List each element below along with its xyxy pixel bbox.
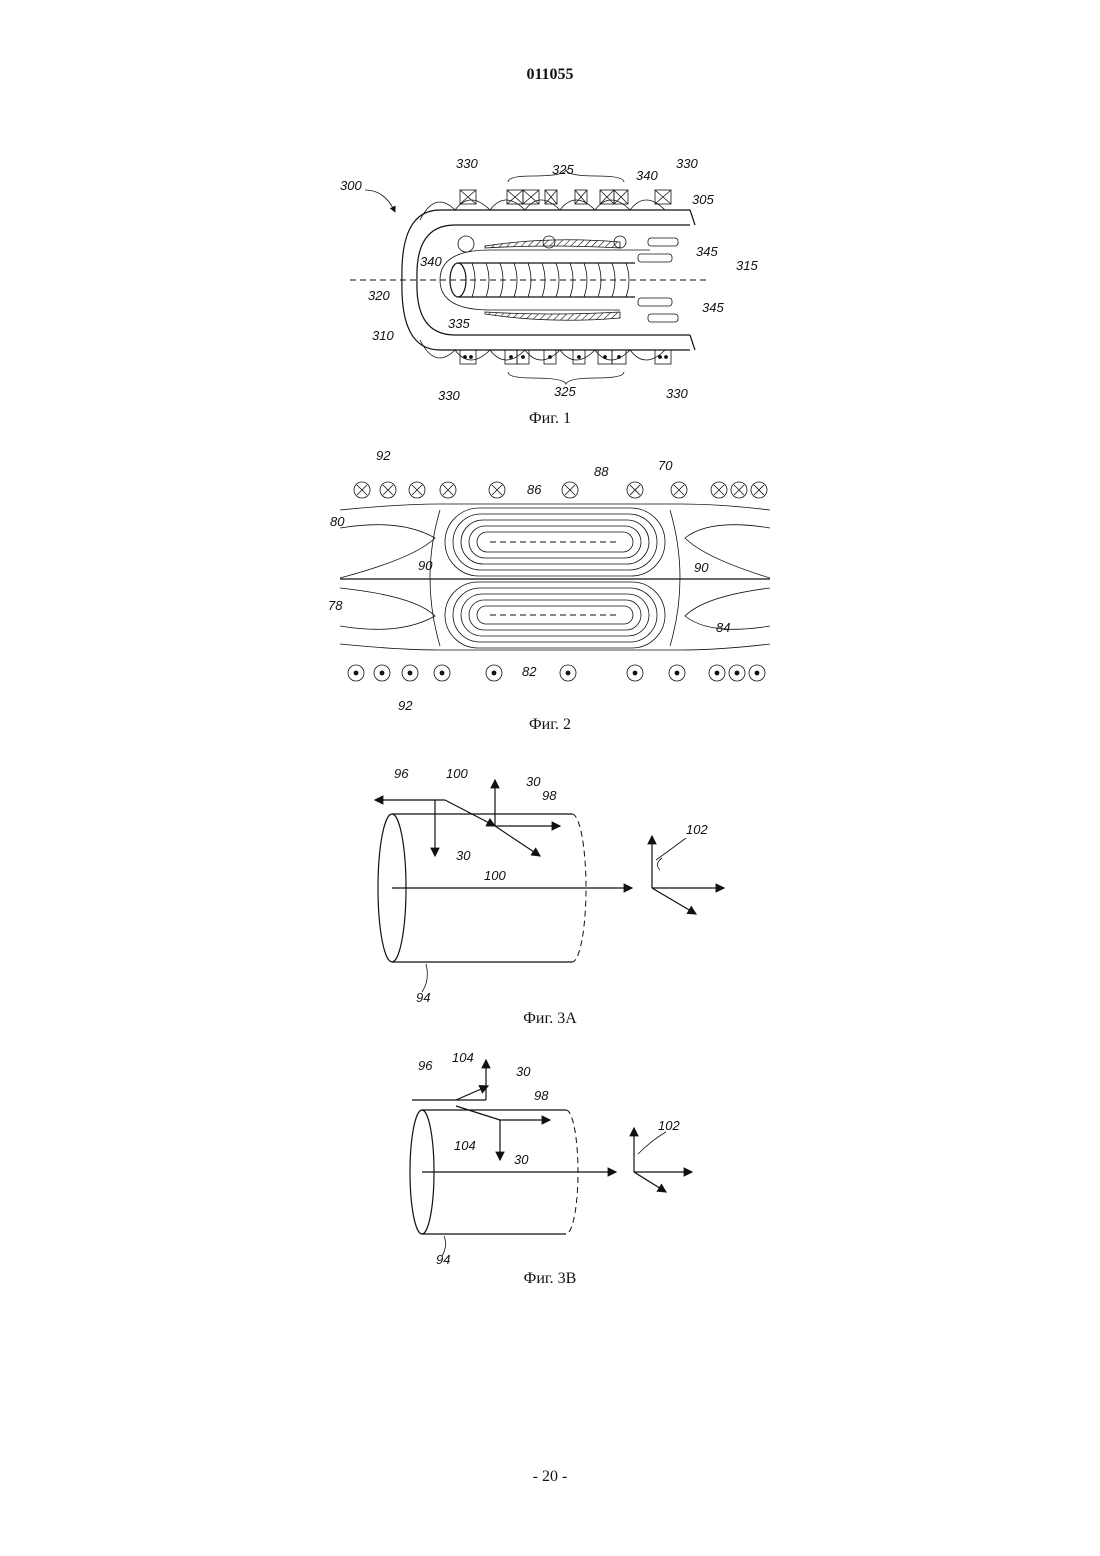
fig1-label-340-left: 340 (420, 254, 442, 269)
fig1-label-330-top-left: 330 (456, 156, 478, 171)
fig1-label-330-top-right: 330 (676, 156, 698, 171)
fig3b-label-94: 94 (436, 1252, 450, 1267)
fig3b-label-30-top: 30 (516, 1064, 531, 1079)
fig2-label-82: 82 (522, 664, 537, 679)
fig2-label-86: 86 (527, 482, 542, 497)
fig3b-label-96: 96 (418, 1058, 433, 1073)
fig2-label-70: 70 (658, 458, 673, 473)
fig3a-label-30-top: 30 (526, 774, 541, 789)
fig3a-label-100-bottom: 100 (484, 868, 506, 883)
document-number: 011055 (0, 66, 1100, 84)
fig3b-label-30-bottom: 30 (514, 1152, 529, 1167)
fig2-label-90-left: 90 (418, 558, 433, 573)
fig2-label-92-bottom: 92 (398, 698, 413, 713)
figure-3b-drawing: 96 104 30 98 104 30 102 94 (400, 1048, 710, 1274)
fig1-label-305: 305 (692, 192, 714, 207)
fig2-label-88: 88 (594, 464, 609, 479)
figure-3a-drawing: 96 100 30 98 102 30 100 94 (360, 760, 740, 1010)
fig1-label-325-bottom: 325 (554, 384, 576, 399)
fig3b-label-104-top: 104 (452, 1050, 474, 1065)
fig2-label-92-top: 92 (376, 448, 391, 463)
fig3a-label-94: 94 (416, 990, 430, 1005)
fig2-label-84: 84 (716, 620, 730, 635)
figure-3a-caption: Фиг. 3A (0, 1010, 1100, 1028)
figure-1-drawing: 300 330 325 340 330 305 345 315 340 320 … (320, 150, 780, 410)
fig1-label-330-bottom-left: 330 (438, 388, 460, 403)
fig1-label-345-top: 345 (696, 244, 718, 259)
fig1-label-310: 310 (372, 328, 394, 343)
fig3a-label-102: 102 (686, 822, 708, 837)
figure-1-caption: Фиг. 1 (0, 410, 1100, 428)
fig3b-label-98: 98 (534, 1088, 549, 1103)
figure-2-drawing: 92 86 88 70 80 90 90 78 84 82 92 (320, 448, 780, 718)
fig1-label-330-bottom-right: 330 (666, 386, 688, 401)
fig2-label-78: 78 (328, 598, 343, 613)
page-number: - 20 - (0, 1468, 1100, 1486)
fig1-label-300: 300 (340, 178, 362, 193)
fig3a-label-98: 98 (542, 788, 557, 803)
fig1-label-345-bottom: 345 (702, 300, 724, 315)
fig2-label-80: 80 (330, 514, 345, 529)
fig1-label-320: 320 (368, 288, 390, 303)
fig1-label-335: 335 (448, 316, 470, 331)
fig3b-label-102: 102 (658, 1118, 680, 1133)
fig3a-label-96: 96 (394, 766, 409, 781)
fig1-label-315: 315 (736, 258, 758, 273)
fig3a-label-30-bottom: 30 (456, 848, 471, 863)
fig3a-label-100-top: 100 (446, 766, 468, 781)
fig2-label-90-right: 90 (694, 560, 709, 575)
fig3b-label-104-bottom: 104 (454, 1138, 476, 1153)
figure-2-caption: Фиг. 2 (0, 716, 1100, 734)
figure-3b-caption: Фиг. 3B (0, 1270, 1100, 1288)
fig1-label-340-top: 340 (636, 168, 658, 183)
